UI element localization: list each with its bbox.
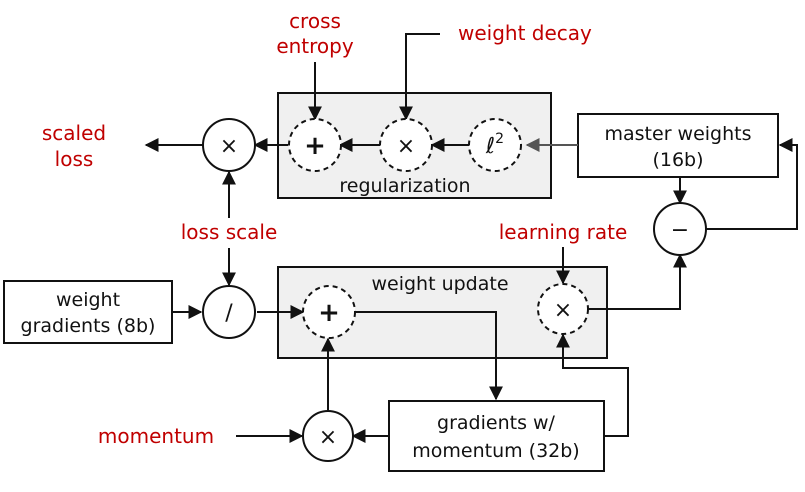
multiply-scaled-circle: [202, 118, 256, 172]
l2-letter: ℓ: [485, 134, 495, 159]
multiply-weight-decay-circle: [379, 118, 433, 172]
minus-symbol: −: [671, 218, 689, 243]
cross-entropy-label-line1: cross: [289, 9, 341, 33]
multiply-scaled-symbol: ×: [220, 134, 238, 159]
learning-rate-label: learning rate: [499, 220, 628, 244]
multiply-learning-rate-circle: [537, 283, 589, 335]
multiply-learning-rate-symbol: ×: [554, 298, 572, 323]
wire-momentum-box-to-lr: [556, 333, 629, 437]
wire-minus-to-master: [706, 138, 798, 230]
master-weights-box: [577, 113, 779, 178]
gradients-momentum-label-line2: momentum (32b): [412, 440, 579, 462]
gradients-momentum-box: [388, 400, 605, 472]
wire-plus-to-momentum-box: [355, 311, 503, 401]
weight-gradients-label-line2: gradients (8b): [21, 315, 156, 337]
multiply-momentum-circle: [302, 410, 354, 462]
l2-norm-symbol: ℓ2: [485, 131, 504, 159]
regularization-label: regularization: [339, 175, 470, 197]
momentum-label: momentum: [98, 424, 214, 448]
scaled-loss-label-line2: loss: [55, 147, 94, 171]
multiply-weight-decay-symbol: ×: [397, 134, 415, 159]
loss-scale-label: loss scale: [181, 220, 278, 244]
divide-circle: [202, 285, 256, 339]
weight-update-label: weight update: [371, 273, 508, 295]
master-weights-label-line1: master weights: [605, 123, 752, 145]
wire-weight-decay-in: [399, 33, 440, 121]
weight-gradients-label-line1: weight: [56, 289, 120, 311]
plus-update-circle: [302, 285, 356, 339]
plus-update-symbol: +: [318, 298, 340, 328]
plus-regularization-circle: [288, 118, 342, 172]
divide-symbol: /: [225, 301, 233, 326]
cross-entropy-label-line2: entropy: [276, 34, 354, 58]
weight-decay-label: weight decay: [458, 21, 592, 45]
plus-regularization-symbol: +: [304, 131, 326, 161]
l2-norm-circle: [468, 118, 522, 172]
multiply-momentum-symbol: ×: [319, 425, 337, 450]
master-weights-label-line2: (16b): [652, 149, 703, 171]
gradients-momentum-label-line1: gradients w/: [437, 412, 556, 434]
wire-lr-to-minus: [588, 253, 687, 310]
minus-circle: [653, 202, 707, 256]
scaled-loss-label-line1: scaled: [42, 121, 106, 145]
l2-exponent: 2: [495, 131, 504, 147]
